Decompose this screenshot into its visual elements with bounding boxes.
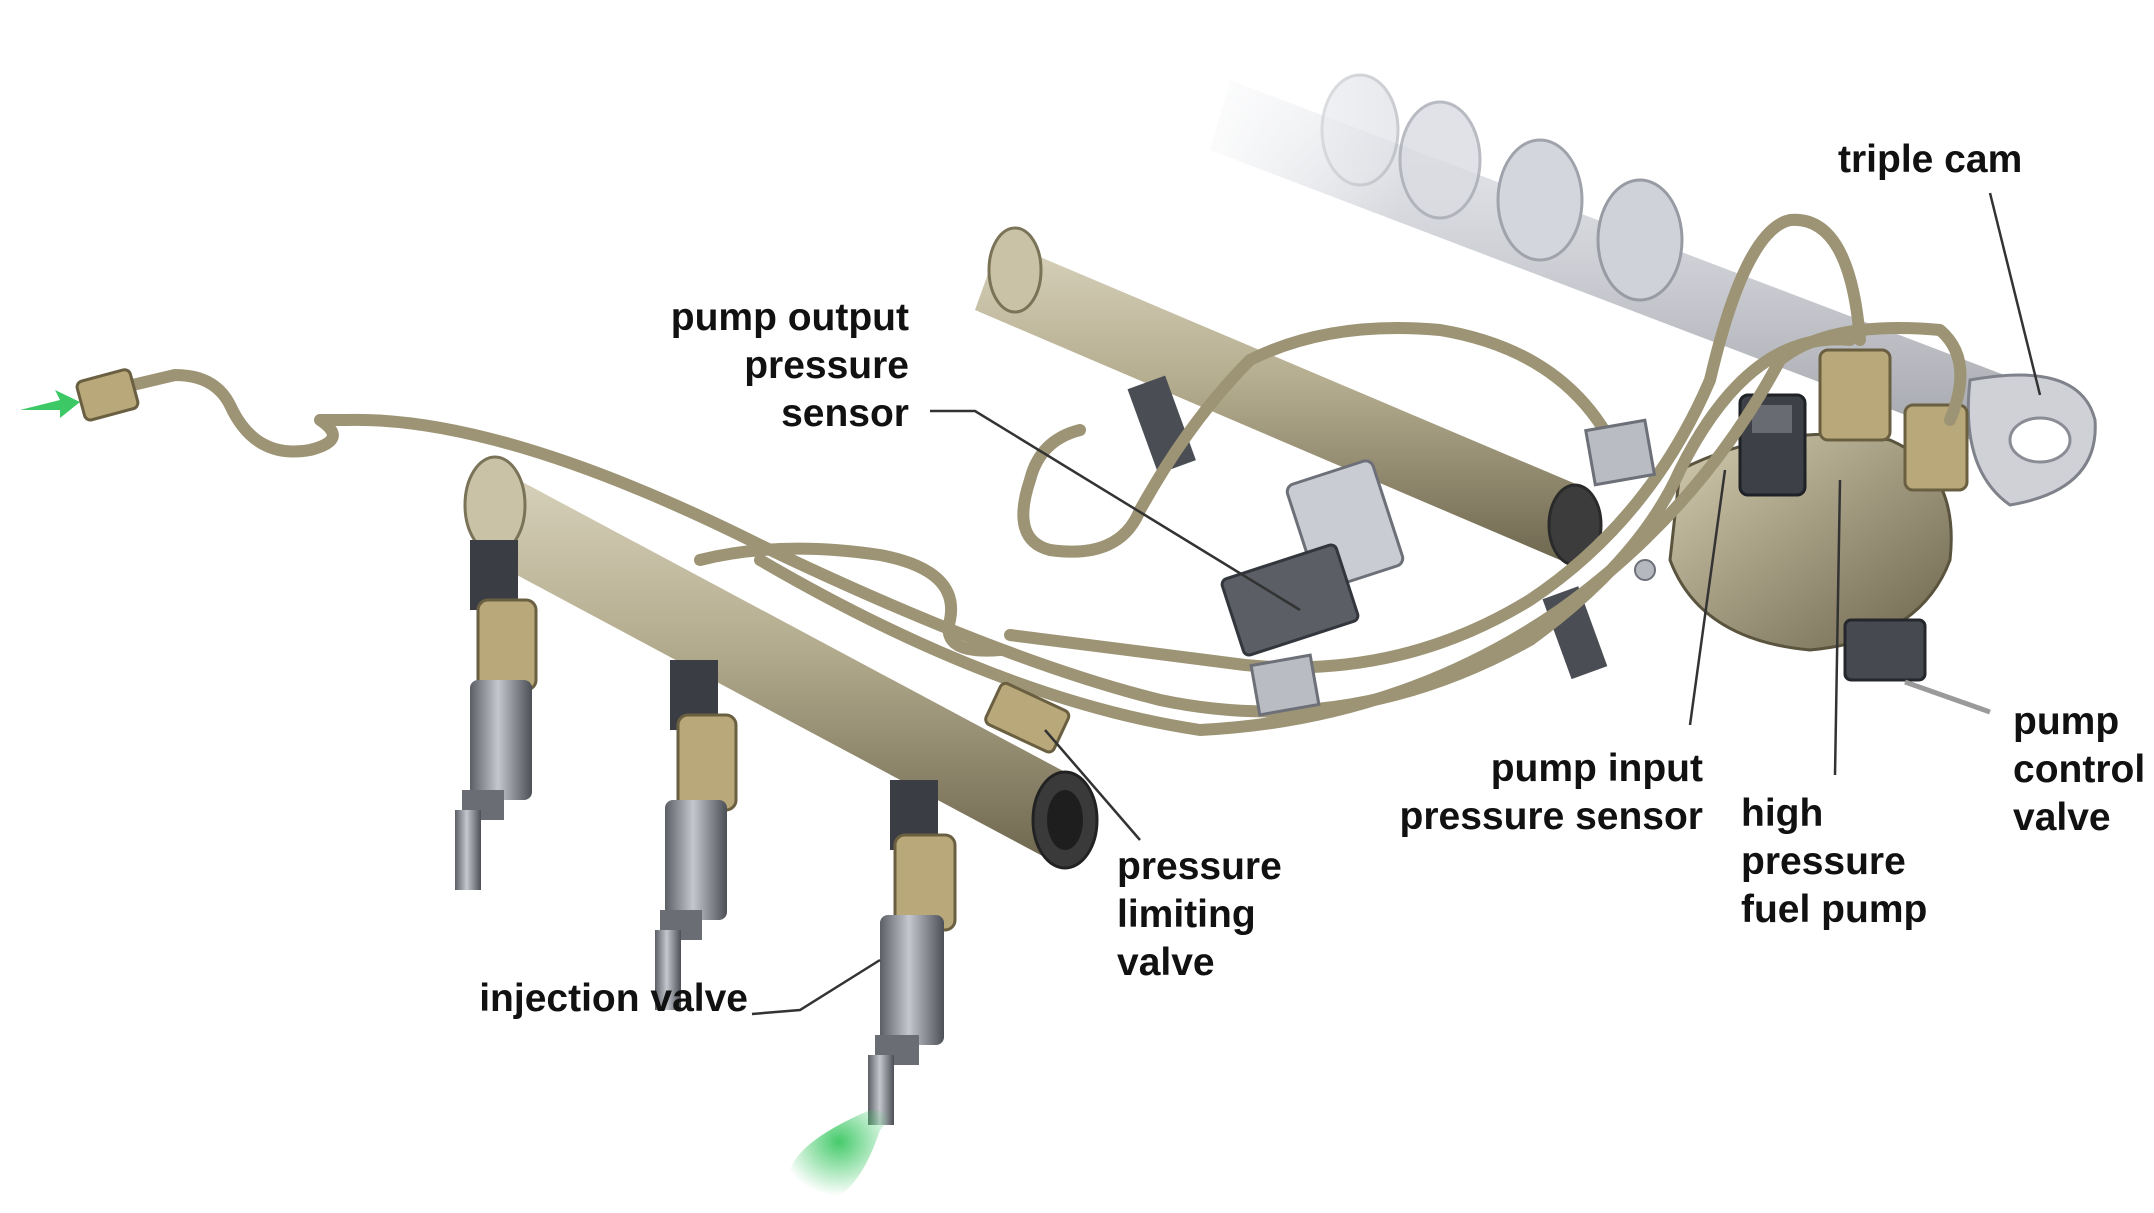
label-pump-output-pressure-sensor: pump output pressure sensor [670,296,909,435]
fuel-spray [790,1110,888,1201]
pump-control-valve [1843,618,1927,682]
line-clamps [1249,418,1657,717]
leader-high-pressure-fuel-pump [1833,479,1842,776]
leader-injection-valve [751,958,881,1016]
fuel-inlet-fitting [20,368,140,422]
pump-input-pressure-sensor [1738,393,1807,497]
leader-pump-output-pressure-sensor [930,409,1301,612]
front-fuel-rail [463,455,1099,870]
leader-lines [751,192,2042,1016]
triple-cam [1966,373,2097,507]
injector-2 [655,660,738,1010]
injector-1 [455,540,538,890]
leader-pump-input-pressure-sensor [1688,469,1727,726]
fuel-lines [84,213,1967,736]
front-injectors [455,540,957,1125]
label-high-pressure-fuel-pump: high pressure fuel pump [1741,792,1928,931]
label-triple-cam: triple cam [1838,138,2023,181]
leader-pump-control-valve [1904,679,1991,715]
injector-3 [868,780,957,1125]
label-pump-control-valve: pump control valve [2013,700,2146,839]
leader-triple-cam [1988,192,2042,396]
label-pump-input-pressure-sensor: pump input pressure sensor [1399,747,1704,838]
pump-output-pressure-sensor [1220,459,1405,657]
rear-fuel-rail [975,226,1603,567]
leader-pressure-limiting-valve [1044,729,1141,841]
label-pressure-limiting-valve: pressure limiting valve [1117,845,1282,984]
label-injection-valve: injection valve [479,977,748,1020]
